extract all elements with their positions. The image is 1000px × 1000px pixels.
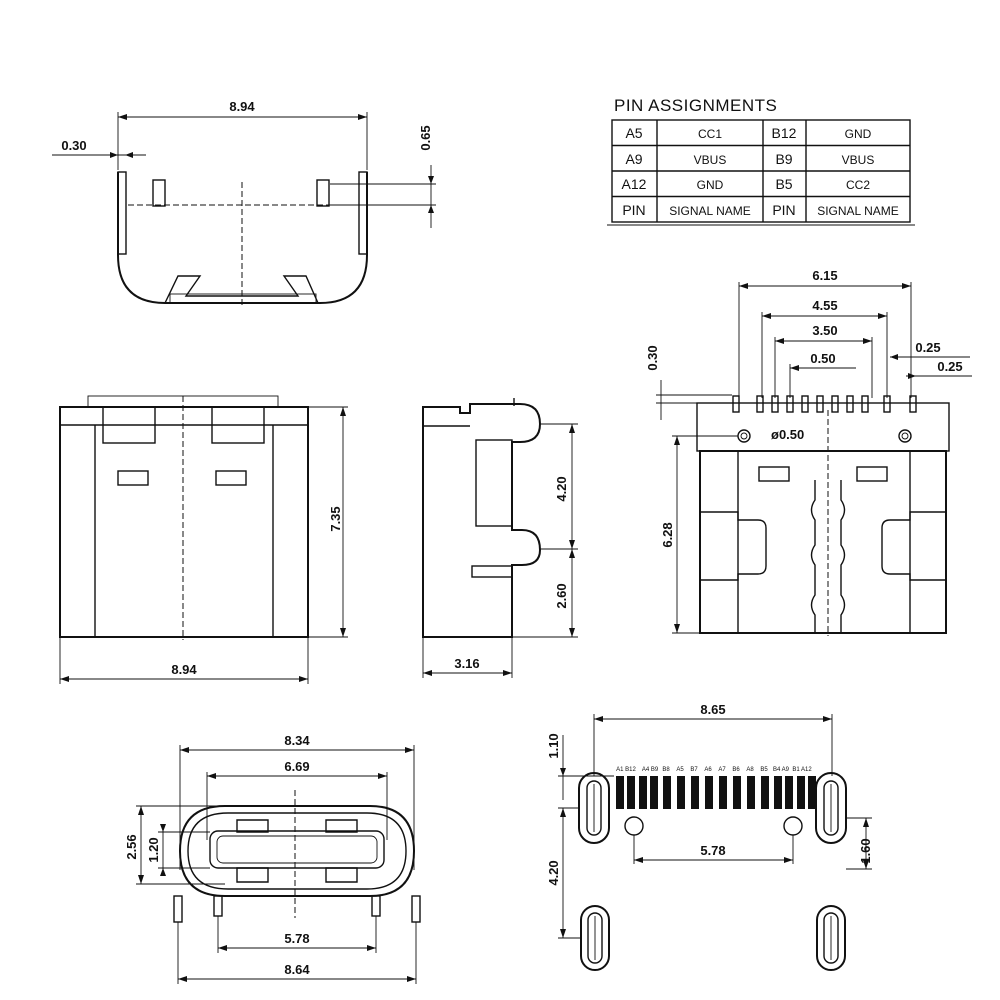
dim-rear-inner: 3.50 [812,323,837,338]
cell-name-b: SIGNAL NAME [817,204,899,218]
dim-rear-pitch: 0.50 [810,351,835,366]
slot-pad [580,905,610,971]
pin-label: B6 [732,767,740,773]
dim-top-width: 8.94 [229,99,255,114]
dim-bottom-height-a: 2.56 [124,834,139,859]
pin-label: A1 B12 [616,767,636,773]
pin-label: A8 [746,767,754,773]
dim-front-width: 8.94 [171,662,197,677]
pcb-layout: 8.65 A1 B12 A4 B9 B8 A5 B7 A6 A7 B6 A8 B… [546,702,873,971]
dim-bottom-inner: 6.69 [284,759,309,774]
pin-label: A4 B9 [642,767,659,773]
side-view: 4.20 2.60 3.16 [422,398,578,678]
dim-rear-pin-thickness: 0.30 [645,345,660,370]
pin-assignments-table: PIN ASSIGNMENTS A5 CC1 B12 GND A9 VBUS B… [607,96,915,226]
pin-label: B7 [690,767,698,773]
dim-rear-height: 6.28 [660,522,675,547]
cell-name-b: GND [845,127,872,141]
cell-pin-a: PIN [622,202,645,218]
locating-hole [624,816,644,836]
dim-top-wall: 0.30 [61,138,86,153]
dim-pcb-pad-height: 1.10 [546,733,561,758]
pin-label: B4 A9 [773,767,790,773]
cell-pin-b: B5 [775,176,792,192]
dim-rear-pin-width-b: 0.25 [937,359,962,374]
cell-pin-b: B12 [772,125,797,141]
table-title: PIN ASSIGNMENTS [614,96,777,115]
dim-side-upper: 4.20 [554,476,569,501]
cell-pin-b: B9 [775,151,792,167]
pin-label: B5 [760,767,768,773]
dim-rear-outer: 6.15 [812,268,837,283]
rear-view: ø0.50 6.15 4.55 3.50 0.50 [645,268,972,636]
top-view: 8.94 0.30 0.65 [52,99,436,305]
cell-name-a: CC1 [698,127,722,141]
cell-pin-a: A9 [625,151,642,167]
cell-name-a: GND [697,178,724,192]
dim-bottom-overall: 8.64 [284,962,310,977]
slot-pad [815,772,847,844]
pin-label: B8 [662,767,670,773]
dim-pcb-width: 8.65 [700,702,725,717]
dim-side-lower: 2.60 [554,583,569,608]
pin-label: A7 [718,767,726,773]
dim-pcb-slot-height: 1.60 [858,838,873,863]
dim-front-height: 7.35 [328,506,343,531]
pin-label: A6 [704,767,712,773]
dim-bottom-post-pitch: 5.78 [284,931,309,946]
dim-bottom-outer: 8.34 [284,733,310,748]
pin-label: B1 A12 [792,767,812,773]
cell-pin-b: PIN [772,202,795,218]
dim-rear-pin-width-a: 0.25 [915,340,940,355]
cell-pin-a: A5 [625,125,642,141]
cell-name-b: CC2 [846,178,870,192]
dim-top-pin-height: 0.65 [418,125,433,150]
dim-side-depth: 3.16 [454,656,479,671]
slot-pad [816,905,846,971]
cell-name-b: VBUS [842,153,875,167]
dim-pcb-slot-spacing: 4.20 [546,860,561,885]
dim-pcb-hole-pitch: 5.78 [700,843,725,858]
smd-pads [616,776,816,809]
cell-name-a: VBUS [694,153,727,167]
dim-bottom-height-b: 1.20 [146,837,161,862]
dim-rear-mid: 4.55 [812,298,837,313]
cell-pin-a: A12 [622,176,647,192]
pin-label: A5 [676,767,684,773]
bottom-view: 8.34 6.69 2.56 1.20 5.78 8.64 [124,733,421,984]
cell-name-a: SIGNAL NAME [669,204,751,218]
dim-rear-hole: ø0.50 [771,427,804,442]
front-view: 7.35 8.94 [59,395,348,684]
locating-hole [783,816,803,836]
